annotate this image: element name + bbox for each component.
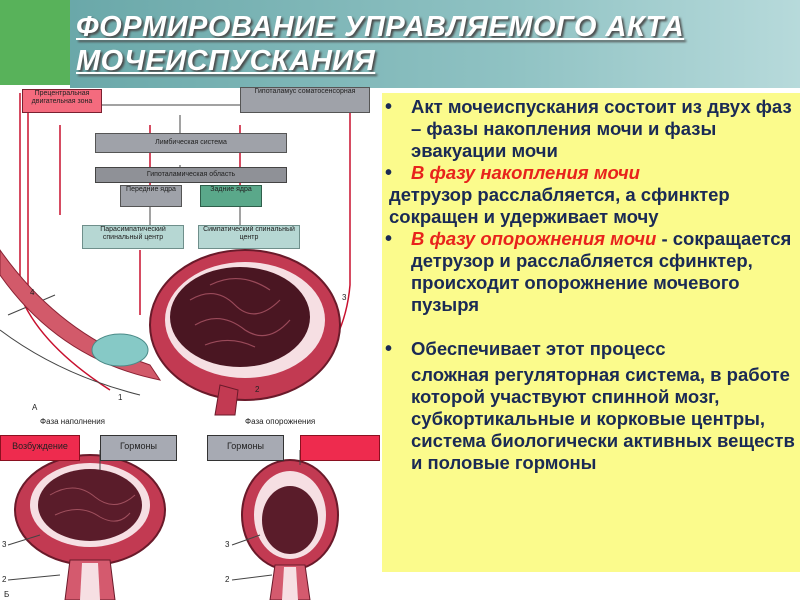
label-num-4: 4	[30, 288, 35, 297]
box-hormones-left: Гормоны	[100, 435, 177, 461]
bullet-item-4: •Обеспечивает этот процесс	[385, 338, 666, 360]
label-letter-a: А	[32, 403, 38, 412]
label-num-3c: 3	[225, 540, 230, 549]
box-excitation-right	[300, 435, 380, 461]
box-parasympathetic-center: Парасимпатический спинальный центр	[82, 225, 184, 249]
bullet-dot-icon: •	[385, 228, 393, 250]
label-num-3: 3	[342, 293, 347, 302]
box-excitation: Возбуждение	[0, 435, 80, 461]
bullet-dot-icon: •	[385, 338, 393, 360]
label-phase-empty: Фаза опорожнения	[245, 417, 316, 426]
slide-title-line1: ФОРМИРОВАНИЕ УПРАВЛЯЕМОГО АКТА	[76, 11, 685, 43]
bullet-item-2: •В фазу накопления мочи	[385, 162, 640, 184]
label-num-2c: 2	[225, 575, 230, 584]
box-hormones-right: Гормоны	[207, 435, 284, 461]
box-anterior-nuclei: Передние ядра	[120, 185, 182, 207]
box-hypothalamic-area: Гипоталамическая область	[95, 167, 287, 183]
label-phase-fill: Фаза наполнения	[40, 417, 106, 426]
title-band	[70, 0, 800, 88]
label-num-2b: 2	[2, 575, 7, 584]
bullet-item-1: •Акт мочеиспускания состоит из двух фаз …	[385, 96, 792, 161]
bullet-item-3: •В фазу опорожнения мочи - сокращается д…	[385, 228, 792, 315]
slide-title: ФОРМИРОВАНИЕ УПРАВЛЯЕМОГО АКТА МОЧЕИСПУС…	[76, 10, 684, 78]
bullet-dot-icon: •	[385, 162, 393, 184]
box-precentral-motor-zone: Прецентральная двигательная зона	[22, 89, 102, 113]
box-hypothalamus: Гипоталамус соматосенсорная	[240, 87, 370, 113]
box-sympathetic-center: Симпатический спинальный центр	[198, 225, 300, 249]
bullet-item-2-text: детрузор расслабляется, а сфинктер сокра…	[389, 184, 730, 227]
label-letter-b: Б	[4, 590, 10, 599]
box-posterior-nuclei: Задние ядра	[200, 185, 262, 207]
label-num-1: 1	[118, 393, 123, 402]
bullet-list: •Акт мочеиспускания состоит из двух фаз …	[385, 96, 795, 474]
box-limbic-system: Лимбическая система	[95, 133, 287, 153]
urination-regulation-diagram: Прецентральная двигательная зона Гипотал…	[0, 85, 380, 600]
bullet-item-4-text: сложная регуляторная система, в работе к…	[411, 364, 795, 473]
text-panel	[382, 93, 800, 572]
label-num-2: 2	[255, 385, 260, 394]
bullet-dot-icon: •	[385, 96, 393, 118]
slide-title-line2: МОЧЕИСПУСКАНИЯ	[76, 45, 376, 77]
diagram-drawing	[0, 93, 351, 600]
label-num-3b: 3	[2, 540, 7, 549]
